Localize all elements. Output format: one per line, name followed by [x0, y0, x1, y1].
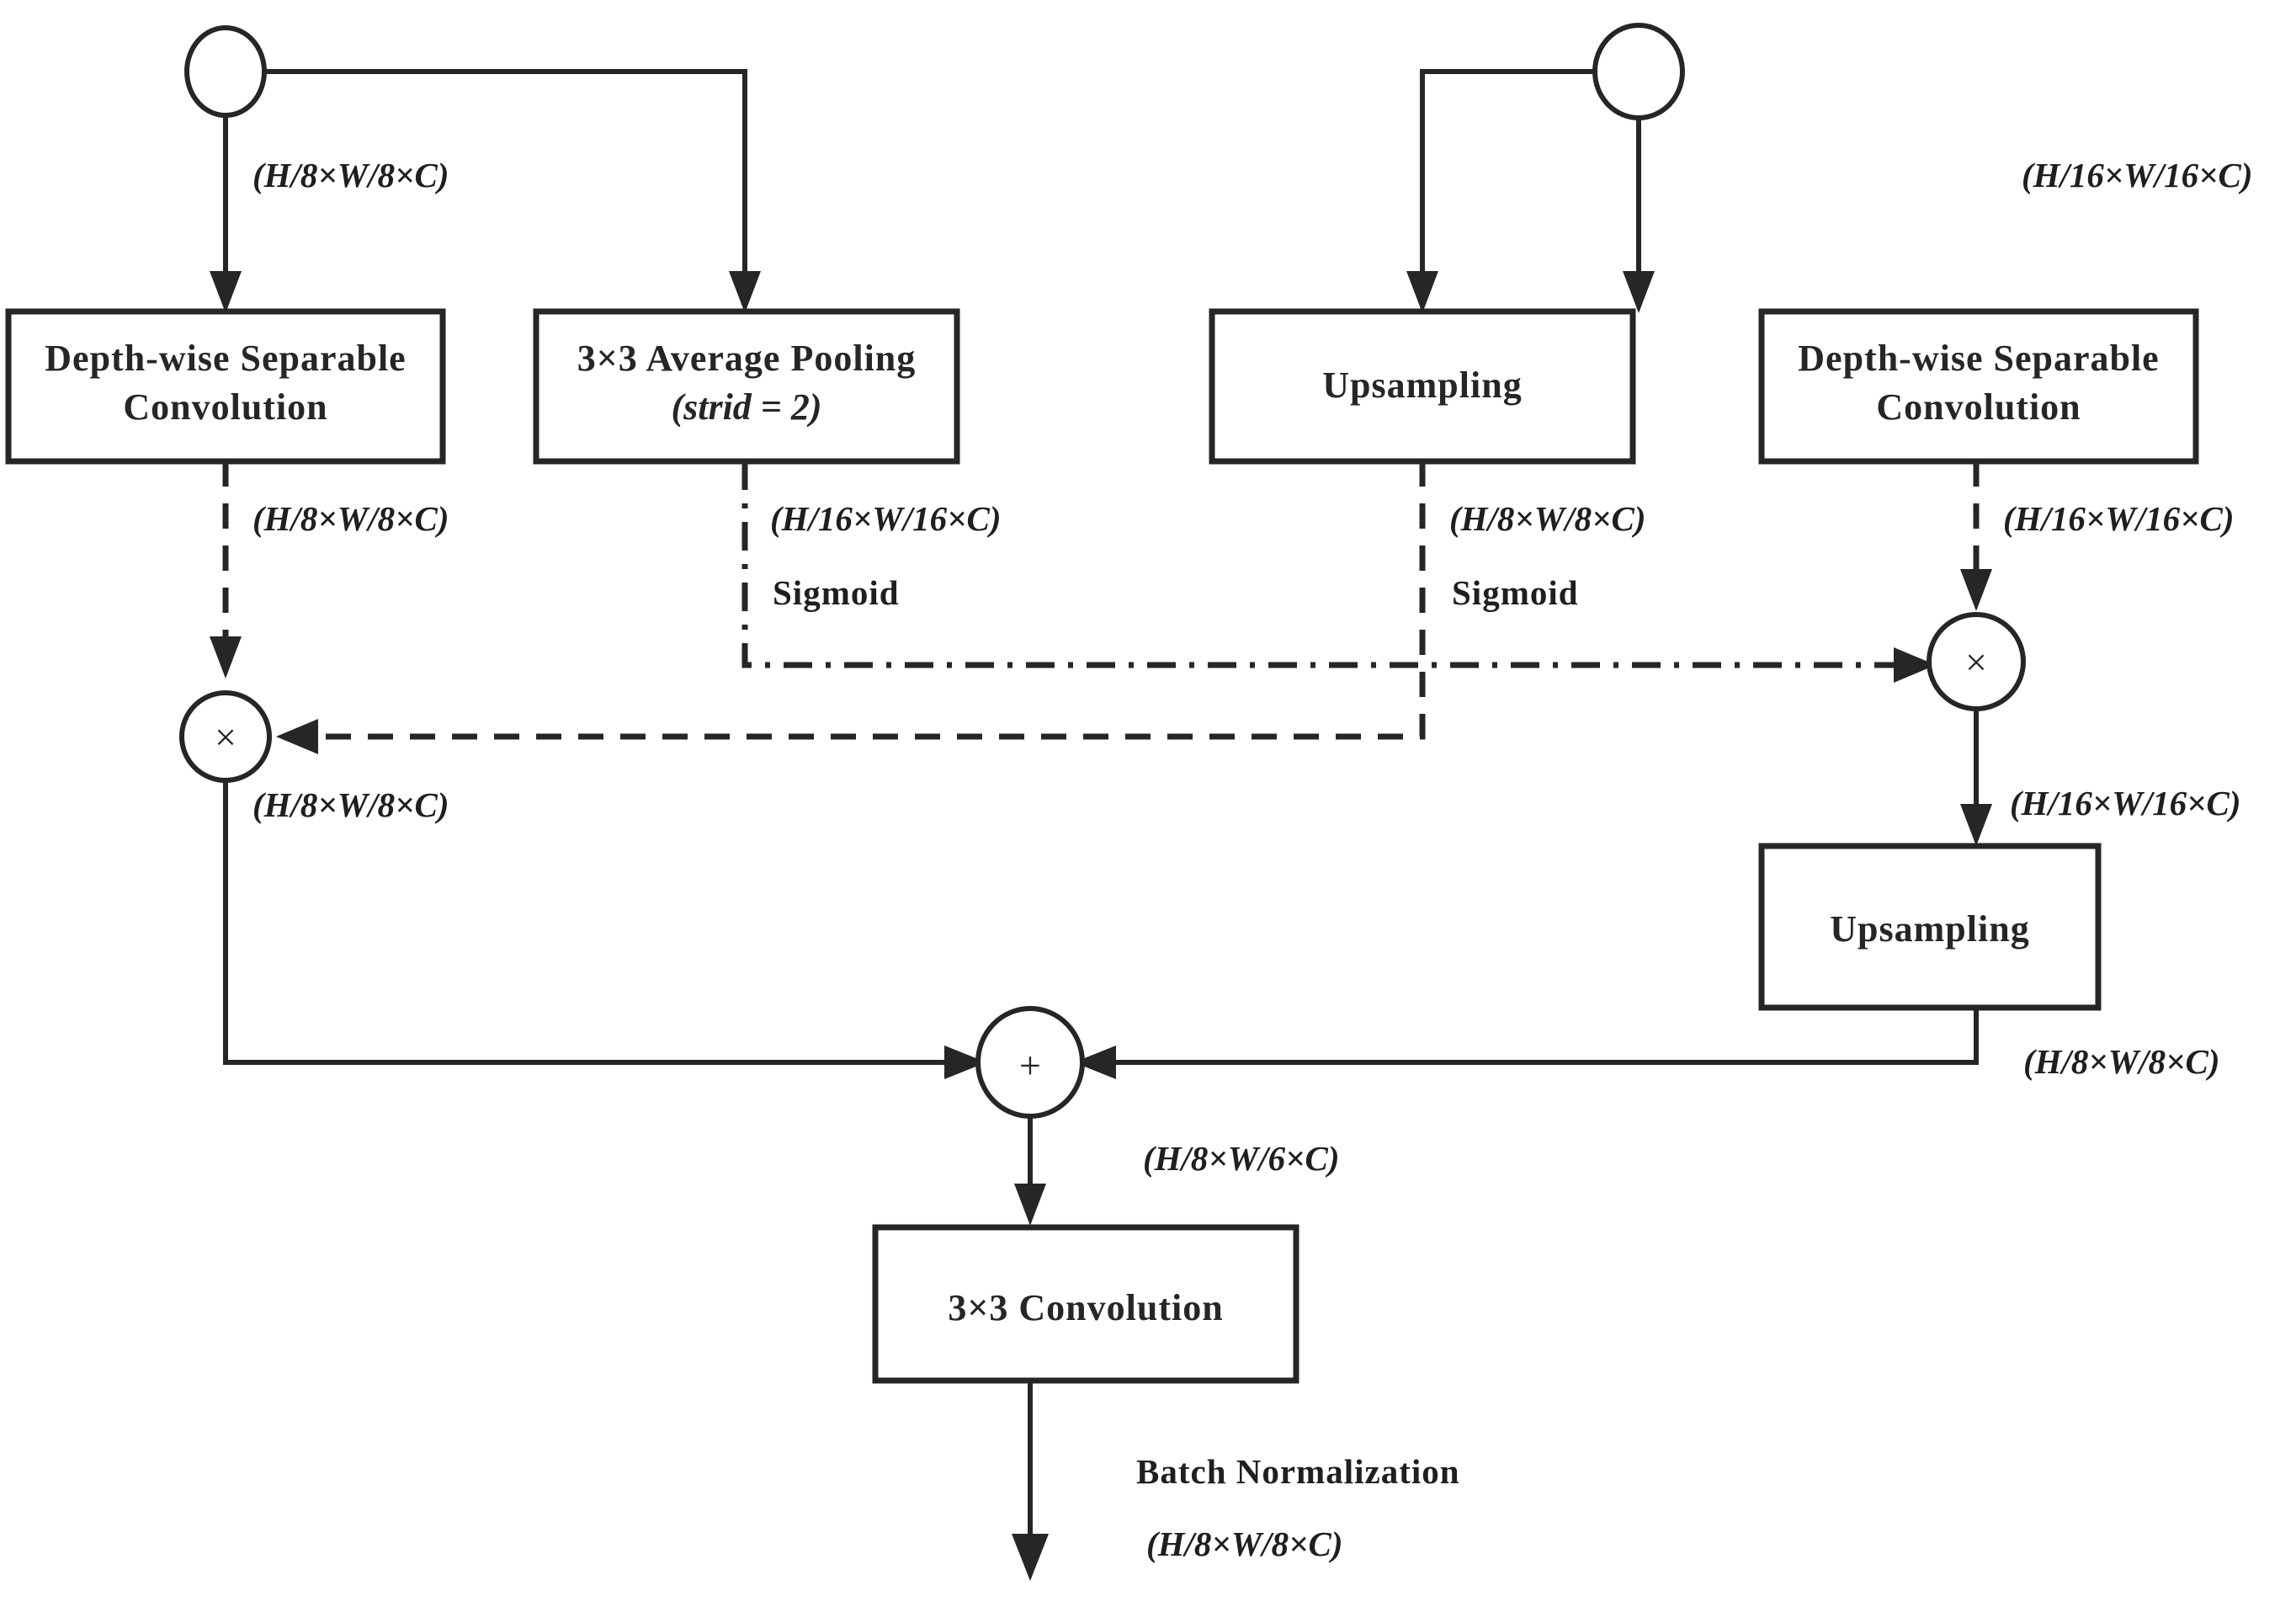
circle-input-right[interactable]: [1592, 23, 1685, 120]
box-dwsc-left-line2: Convolution: [123, 386, 327, 428]
label-avgpool-activation: Sigmoid: [773, 573, 900, 612]
arrow-head-icon: [1623, 271, 1655, 313]
box-avgpool-line1: 3×3 Average Pooling: [577, 338, 917, 379]
box-avgpool[interactable]: 3×3 Average Pooling (strid = 2): [533, 308, 960, 465]
box-upsampling-bottom[interactable]: Upsampling: [1758, 843, 2102, 1011]
edge-input-right-to-upsampling-top: [1406, 69, 1595, 313]
box-avgpool-line2: (strid = 2): [671, 386, 821, 428]
op-add[interactable]: +: [975, 1006, 1085, 1119]
edge-conv33-to-output: [1012, 1381, 1049, 1581]
label-upsampling-top-out: (H/8×W/8×C): [1449, 499, 1646, 538]
edge-dwsc-right-to-multiply-right: [1960, 461, 1992, 611]
edge-multiply-left-to-add: [223, 779, 986, 1079]
box-upsampling-top[interactable]: Upsampling: [1209, 308, 1636, 465]
op-add-glyph: +: [1019, 1044, 1041, 1087]
arrow-head-icon: [1012, 1534, 1049, 1581]
arrow-head-icon: [210, 271, 242, 313]
box-dwsc-left[interactable]: Depth-wise Separable Convolution: [5, 308, 446, 465]
label-dwsc-right-out: (H/16×W/16×C): [2003, 499, 2235, 538]
op-multiply-right[interactable]: ×: [1927, 612, 2026, 711]
edge-avgpool-to-multiply-right: [741, 461, 1936, 683]
op-multiply-right-glyph: ×: [1965, 641, 1987, 684]
arrow-head-icon: [944, 1046, 986, 1079]
arrow-head-icon: [210, 636, 242, 678]
label-conv33-out: (H/8×W/8×C): [1146, 1525, 1343, 1563]
op-multiply-left-glyph: ×: [215, 716, 237, 758]
arrow-head-icon: [1074, 1046, 1116, 1079]
arrow-head-icon: [1960, 569, 1992, 611]
box-conv33[interactable]: 3×3 Convolution: [872, 1224, 1299, 1384]
label-upsampling-bottom-out: (H/8×W/8×C): [2023, 1042, 2220, 1081]
edge-upsampling-bottom-to-add: [1074, 1007, 1979, 1079]
edge-multiply-right-to-upsampling-bottom: [1960, 705, 1992, 846]
label-input-right-out: (H/16×W/16×C): [2022, 156, 2253, 194]
label-multiply-left-out: (H/8×W/8×C): [252, 785, 449, 824]
arrow-head-icon: [1894, 647, 1936, 683]
box-upsampling-bottom-line1: Upsampling: [1830, 908, 2029, 950]
label-dwsc-left-out: (H/8×W/8×C): [252, 499, 449, 538]
label-upsampling-top-activation: Sigmoid: [1452, 573, 1579, 612]
edge-input-left-to-avgpool: [263, 69, 761, 313]
edge-add-to-conv33: [1014, 1115, 1046, 1226]
arrow-head-icon: [729, 271, 761, 313]
box-conv33-line1: 3×3 Convolution: [948, 1287, 1223, 1328]
box-upsampling-top-line1: Upsampling: [1322, 365, 1522, 406]
edge-input-right-to-dwsc-right: [1623, 116, 1655, 313]
op-multiply-left[interactable]: ×: [179, 690, 272, 783]
box-dwsc-right-line1: Depth-wise Separable: [1798, 338, 2159, 379]
label-conv33-activation: Batch Normalization: [1136, 1452, 1460, 1491]
arrow-head-icon: [276, 719, 318, 754]
label-avgpool-out: (H/16×W/16×C): [770, 499, 1002, 538]
arrow-head-icon: [1960, 804, 1992, 846]
box-dwsc-right[interactable]: Depth-wise Separable Convolution: [1758, 308, 2199, 465]
arrow-head-icon: [1406, 271, 1438, 313]
edge-input-left-to-dwsc-left: [210, 109, 242, 313]
label-input-left-out: (H/8×W/8×C): [252, 156, 449, 194]
label-add-out: (H/8×W/6×C): [1143, 1139, 1340, 1178]
box-dwsc-right-line2: Convolution: [1876, 386, 2081, 428]
arrow-head-icon: [1014, 1184, 1046, 1226]
box-dwsc-left-line1: Depth-wise Separable: [45, 338, 406, 379]
circle-input-left[interactable]: [184, 25, 267, 118]
label-multiply-right-out: (H/16×W/16×C): [2010, 784, 2241, 822]
edge-dwsc-left-to-multiply-left: [210, 461, 242, 678]
edge-upsampling-top-to-multiply-left: [276, 461, 1426, 754]
